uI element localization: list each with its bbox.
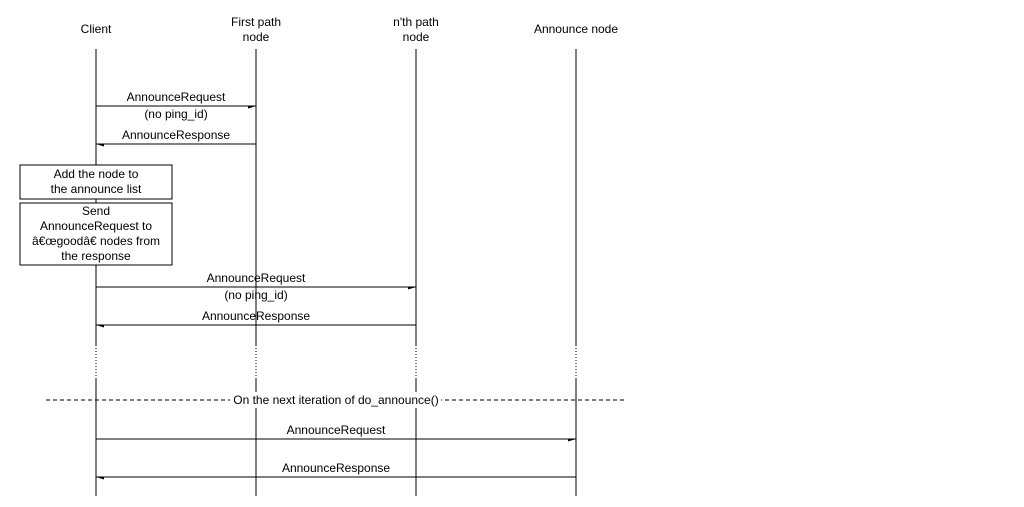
participant-announce-node: Announce node (534, 22, 618, 36)
participant-label: node (403, 30, 430, 44)
message-announce-response-2: AnnounceResponse (96, 309, 416, 328)
message-label: AnnounceResponse (122, 128, 230, 142)
participant-label: node (243, 30, 270, 44)
participant-label: Announce node (534, 22, 618, 36)
message-label: AnnounceRequest (287, 423, 386, 437)
arrowhead-icon (248, 106, 256, 109)
participant-client: Client (81, 22, 112, 36)
message-label: AnnounceResponse (282, 461, 390, 475)
note-text: Send (82, 204, 110, 218)
note-text: the response (61, 249, 131, 263)
message-announce-request-2: AnnounceRequest (no ping_id) (96, 271, 416, 302)
message-sublabel: (no ping_id) (224, 288, 287, 302)
arrowhead-icon (96, 325, 104, 328)
participant-nth-path-node: n'th path node (393, 15, 439, 44)
message-label: AnnounceRequest (127, 90, 226, 104)
participant-first-path-node: First path node (231, 15, 281, 44)
note-text: Add the node to (54, 167, 139, 181)
message-announce-request-1: AnnounceRequest (no ping_id) (96, 90, 256, 121)
note-add-node: Add the node to the announce list (19, 164, 173, 200)
note-text: â€œgoodâ€ nodes from (32, 234, 160, 248)
participant-label: n'th path (393, 15, 439, 29)
participant-label: Client (81, 22, 112, 36)
arrowhead-icon (568, 439, 576, 442)
message-label: AnnounceRequest (207, 271, 306, 285)
arrowhead-icon (96, 144, 104, 147)
iteration-separator: On the next iteration of do_announce() (46, 392, 626, 408)
note-send-request: Send AnnounceRequest to â€œgoodâ€ nodes … (19, 202, 173, 266)
arrowhead-icon (96, 477, 104, 480)
note-text: the announce list (51, 182, 142, 196)
separator-label: On the next iteration of do_announce() (233, 393, 438, 407)
participant-label: First path (231, 15, 281, 29)
arrowhead-icon (408, 287, 416, 290)
message-announce-response-3: AnnounceResponse (96, 461, 576, 480)
message-announce-request-3: AnnounceRequest (96, 423, 576, 442)
message-label: AnnounceResponse (202, 309, 310, 323)
message-announce-response-1: AnnounceResponse (96, 128, 256, 147)
note-text: AnnounceRequest to (40, 219, 152, 233)
message-sublabel: (no ping_id) (144, 107, 207, 121)
